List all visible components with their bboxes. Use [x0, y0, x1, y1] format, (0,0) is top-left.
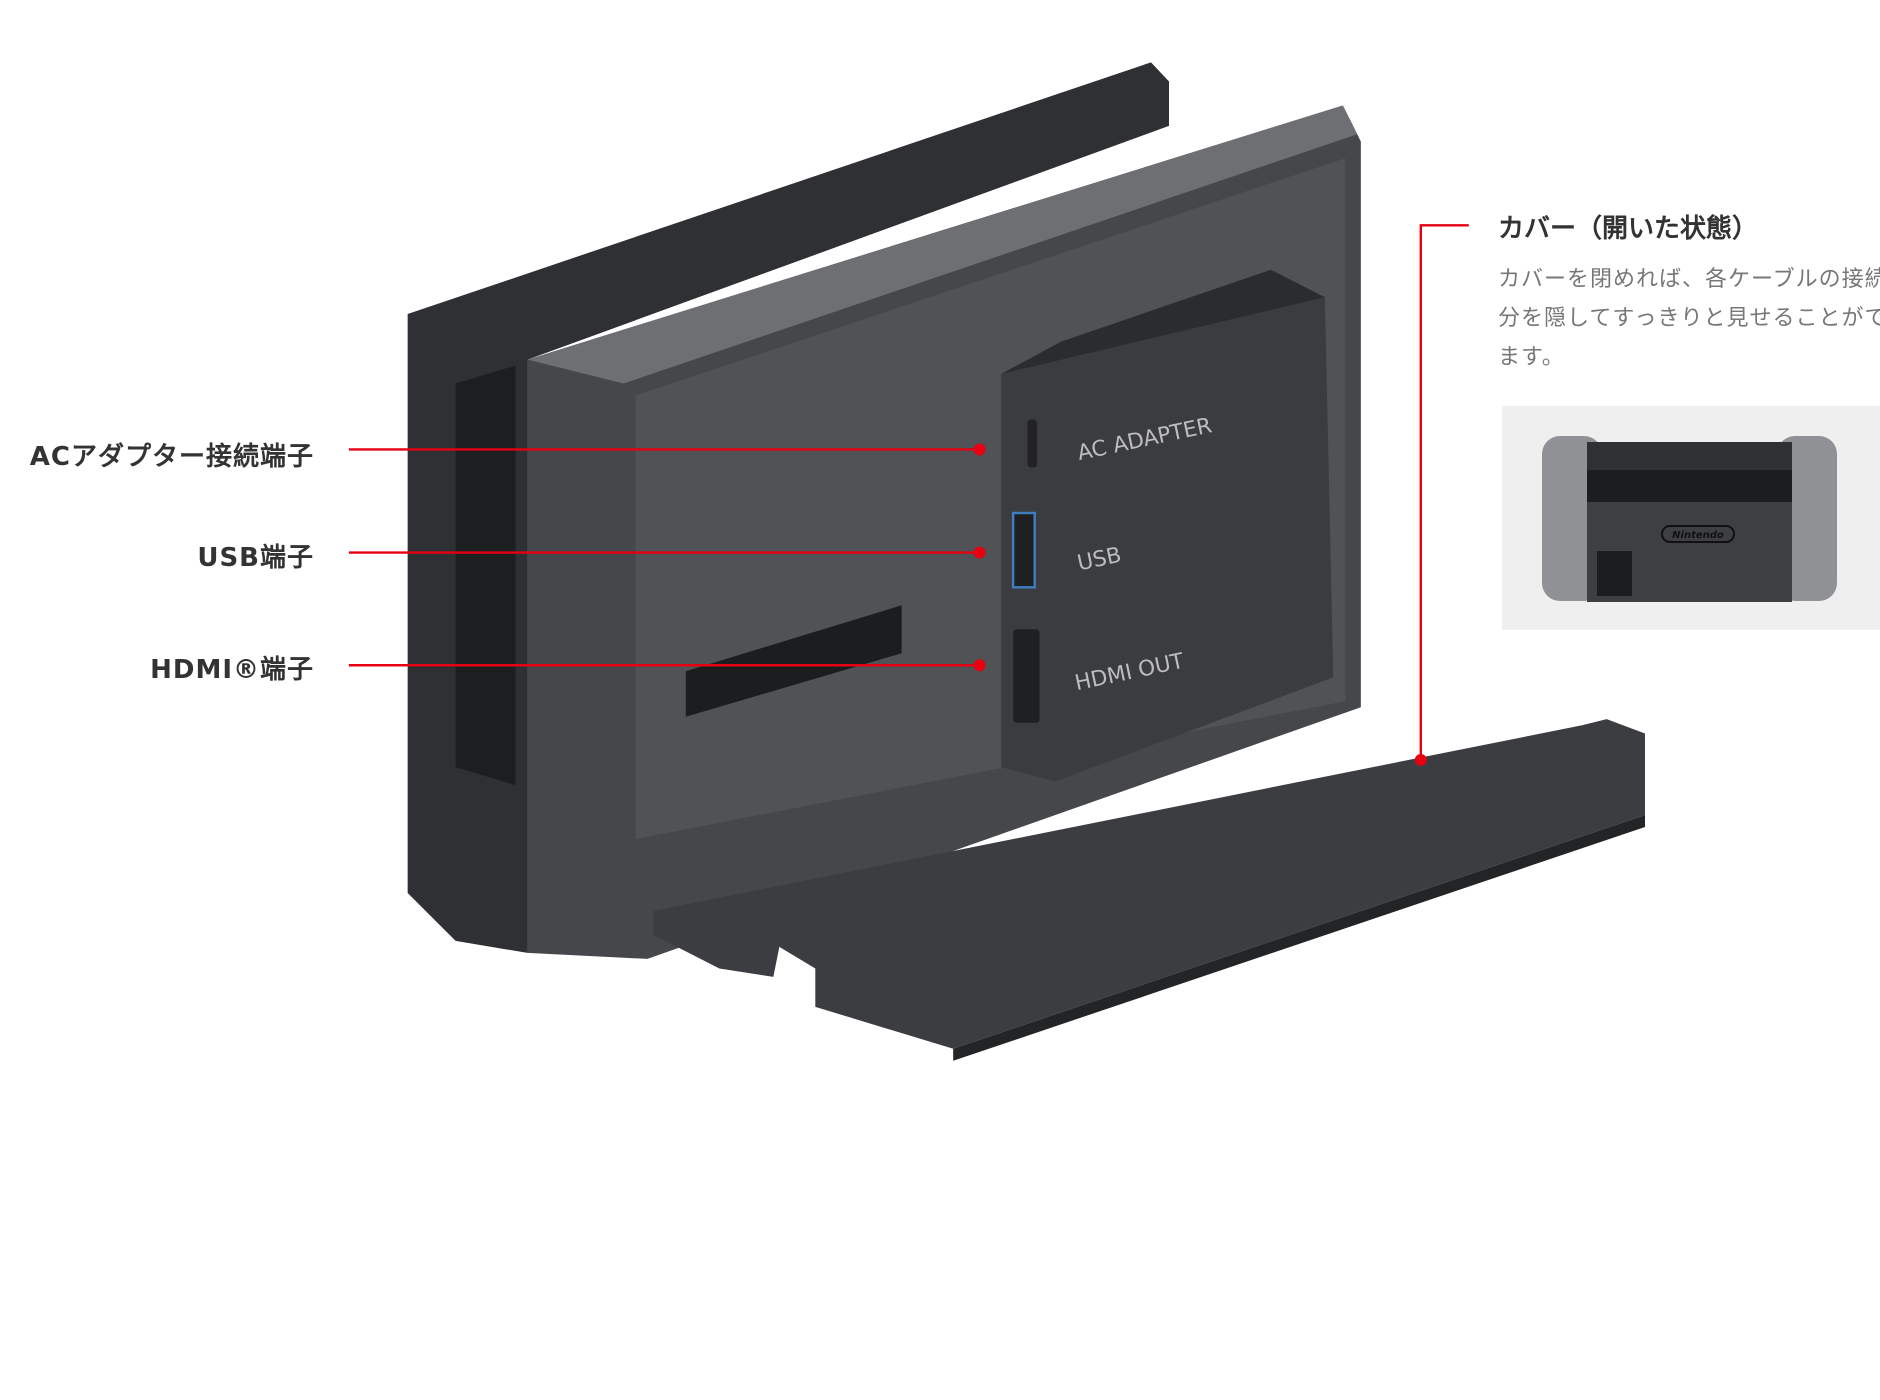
- callout-dot-usb: [973, 546, 986, 559]
- callout-line-cover: [1419, 224, 1469, 760]
- callout-label-hdmi: HDMI®端子: [150, 655, 314, 685]
- port-block-top: [1001, 269, 1325, 374]
- dock-top-edge: [527, 105, 1358, 384]
- cover-closed-thumbnail: Nintendo: [1502, 406, 1880, 630]
- callout-dot-cover: [1414, 753, 1427, 766]
- callout-label-usb: USB端子: [197, 543, 314, 573]
- dock-slot: [685, 605, 902, 717]
- dock-rear-plate: [407, 62, 1170, 953]
- usb-port: [1011, 511, 1036, 589]
- cover-title: カバー（開いた状態）: [1498, 214, 1759, 244]
- hdmi-port: [1013, 629, 1040, 723]
- ac-port: [1027, 419, 1038, 468]
- dock-rear-slot: [455, 365, 516, 786]
- switch-docked-image: Nintendo: [1542, 436, 1837, 602]
- port-block: [1001, 297, 1334, 782]
- cover-tray: [653, 719, 1645, 1049]
- callout-label-ac-adapter: ACアダプター接続端子: [29, 442, 314, 472]
- cover-tray-edge: [953, 815, 1645, 1061]
- nintendo-logo: Nintendo: [1672, 530, 1724, 541]
- callout-dot-ac: [973, 443, 986, 456]
- callout-dot-hdmi: [973, 659, 986, 672]
- cover-description: カバーを閉めれば、各ケーブルの接続部分を隠してすっきりと見せることができます。: [1498, 267, 1880, 370]
